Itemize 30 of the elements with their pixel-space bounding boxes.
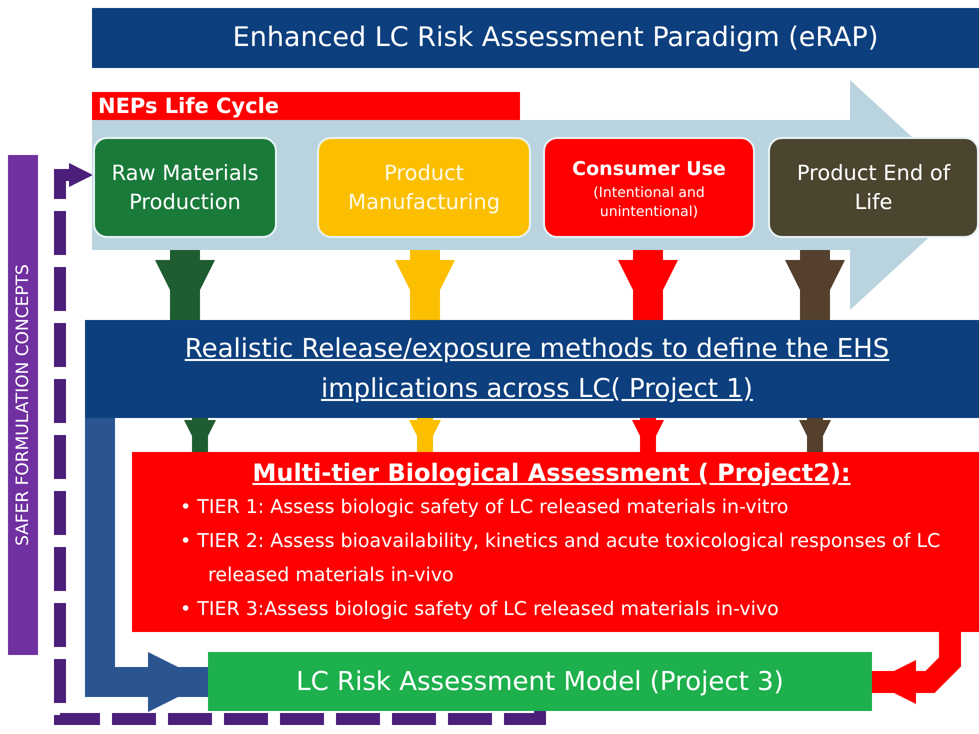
stage-title: Raw Materials Production — [110, 160, 260, 216]
arrow — [632, 418, 664, 452]
vertical-label: SAFER FORMULATION CONCEPTS — [12, 263, 34, 548]
stage-title: Consumer Use — [572, 156, 726, 182]
banner-text: Realistic Release/exposure methods to define the EHS implications across LC( Project 1) — [184, 333, 890, 406]
arrow — [184, 418, 216, 452]
arrow — [409, 418, 441, 452]
bullet-text: • TIER 1: Assess biologic safety of LC released materials in-vitro — [179, 495, 790, 520]
panel-heading: Multi-tier Biological Assessment ( Project2): — [251, 458, 852, 489]
model-title: LC Risk Assessment Model (Project 3) — [296, 666, 784, 696]
model-box — [208, 652, 872, 711]
stage-box — [93, 137, 277, 238]
arrow — [54, 163, 546, 725]
bullet-text: • TIER 3:Assess biologic safety of LC released materials in-vivo — [179, 597, 780, 622]
stage-box — [768, 137, 979, 238]
stage-title: Product Manufacturing — [346, 160, 502, 216]
assessment-panel — [132, 452, 979, 632]
arrow — [799, 418, 831, 452]
bullet-text: • TIER 2: Assess bioavailability, kinetics and acute toxicological responses of LC released materials in-vivo — [179, 529, 942, 588]
stage-note: (Intentional and unintentional) — [592, 184, 706, 222]
stage-title: Product End of Life — [796, 160, 952, 216]
section-label: NEPs Life Cycle — [92, 92, 520, 120]
stage-box — [317, 137, 531, 238]
lifecycle-arrow — [92, 80, 979, 312]
concept-band — [8, 155, 38, 655]
arrow — [872, 632, 961, 704]
title-banner: Enhanced LC Risk Assessment Paradigm (eRAP) — [92, 8, 979, 68]
process-banner — [85, 320, 979, 418]
stage-box — [543, 137, 755, 238]
arrow — [85, 418, 208, 712]
